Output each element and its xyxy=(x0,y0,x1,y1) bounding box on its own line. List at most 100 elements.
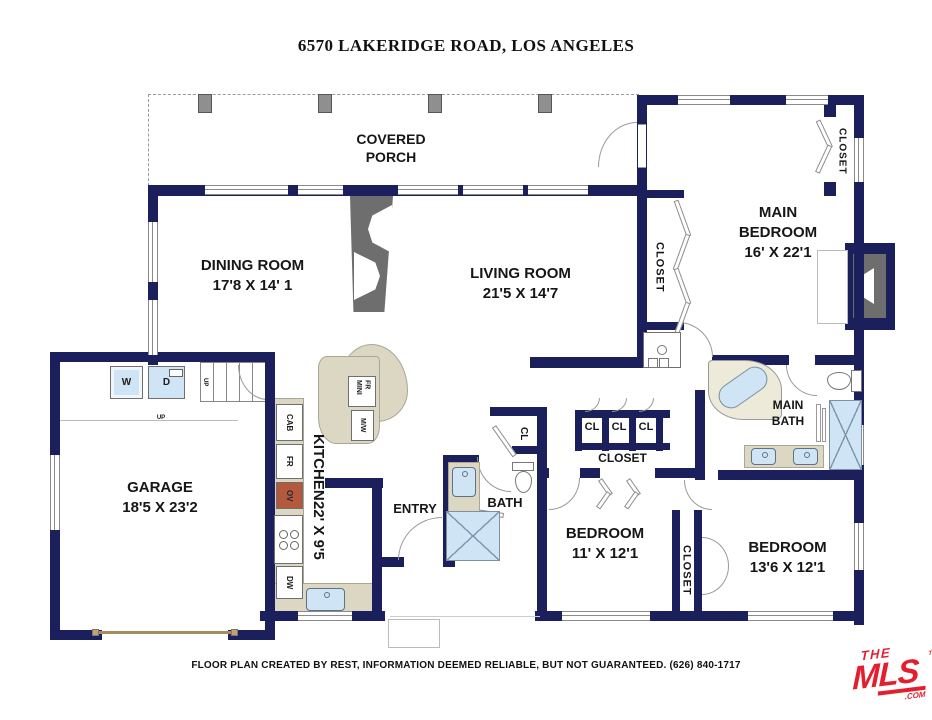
wall xyxy=(647,322,684,330)
stairs-up-label: UP xyxy=(201,377,208,387)
linen-closet-label: CL xyxy=(638,421,654,433)
washer: W xyxy=(110,366,143,399)
wall xyxy=(537,468,549,478)
bedroom-2-door-arc xyxy=(684,480,712,510)
main-bath-label: MAIN BATH xyxy=(771,398,805,428)
wall xyxy=(512,446,546,454)
wall xyxy=(694,510,702,621)
toilet xyxy=(851,370,862,392)
covered-porch-label: COVERED PORCH xyxy=(356,131,426,166)
garage-divider-line xyxy=(60,420,238,421)
utility-vent xyxy=(659,358,669,368)
utility-vent xyxy=(648,358,658,368)
divider-closet-label: CLOSET xyxy=(680,545,693,596)
dishwasher-tag: DW xyxy=(276,566,303,599)
wall xyxy=(672,510,680,621)
window xyxy=(148,222,158,282)
garage-up-label: UP xyxy=(156,415,166,421)
linen-closet-label: CL xyxy=(584,421,600,433)
wall xyxy=(265,352,275,630)
toilet xyxy=(827,372,851,390)
window xyxy=(528,185,588,195)
wall xyxy=(718,470,864,480)
wall xyxy=(537,407,547,621)
main-bedroom-closet-label: CLOSET xyxy=(836,127,848,175)
mls-logo-tm: TM xyxy=(928,650,932,658)
stove xyxy=(274,515,303,564)
closet-bifold-door xyxy=(815,144,833,174)
porch-post xyxy=(318,94,332,113)
hall-closet-label: CLOSET xyxy=(653,242,666,293)
wall xyxy=(372,557,382,621)
bath-door-arc xyxy=(477,457,511,492)
entry-step xyxy=(388,619,440,648)
disclaimer-text: FLOOR PLAN CREATED BY REST, INFORMATION … xyxy=(191,660,741,671)
garage-door xyxy=(95,631,235,634)
window xyxy=(50,455,60,530)
window xyxy=(463,185,523,195)
window xyxy=(298,185,343,195)
wall xyxy=(629,410,636,451)
wall xyxy=(50,352,275,362)
window xyxy=(678,95,730,105)
shower-door xyxy=(816,404,821,442)
main-bedroom-door-arc xyxy=(678,322,713,357)
wall xyxy=(647,190,684,198)
wall xyxy=(655,468,696,478)
shower-door xyxy=(822,408,826,442)
wall xyxy=(575,410,670,418)
covered-porch-outline xyxy=(148,94,639,191)
wall xyxy=(443,455,479,465)
bedroom-1-door-arc xyxy=(549,478,580,510)
dryer-door xyxy=(169,369,183,377)
bath-sink xyxy=(452,467,476,497)
toilet xyxy=(512,462,534,471)
bedroom-hearth xyxy=(817,250,848,324)
closet-bifold-door xyxy=(596,491,612,510)
porch-post xyxy=(428,94,442,113)
main-bath-shower xyxy=(829,400,862,470)
bath-shower xyxy=(446,511,500,561)
porch-door-gap xyxy=(638,124,646,168)
garage-door-cap xyxy=(92,629,99,636)
porch-post xyxy=(538,94,552,113)
wall xyxy=(490,407,547,416)
wall xyxy=(815,355,864,365)
wall xyxy=(530,357,650,368)
window xyxy=(748,611,833,621)
linen-closet-label: CL xyxy=(611,421,627,433)
mini-fridge-tag: MINI FR xyxy=(348,376,376,407)
oven-tag: OV xyxy=(276,482,303,509)
wall xyxy=(602,410,609,451)
closet-bifold-door xyxy=(624,491,640,510)
garage-door-cap xyxy=(231,629,238,636)
front-door-arc xyxy=(398,517,442,560)
wall xyxy=(824,182,836,196)
bedroom-1-closet-label: CLOSET xyxy=(598,451,647,465)
wall xyxy=(580,468,600,478)
wall xyxy=(656,410,663,451)
page-title: 6570 LAKERIDGE ROAD, LOS ANGELES xyxy=(297,36,635,55)
entry-step-line xyxy=(390,616,540,617)
bath-closet-label: CL xyxy=(518,427,530,441)
wall xyxy=(695,390,705,480)
wall xyxy=(824,103,836,117)
window xyxy=(298,611,352,621)
window xyxy=(205,185,288,195)
main-bath-door-arc xyxy=(786,365,817,396)
closet-bifold-door xyxy=(672,233,691,272)
wall xyxy=(575,443,670,450)
window xyxy=(854,523,864,570)
wall xyxy=(228,630,275,640)
porch-post xyxy=(198,94,212,113)
vanity-sink xyxy=(793,448,818,465)
